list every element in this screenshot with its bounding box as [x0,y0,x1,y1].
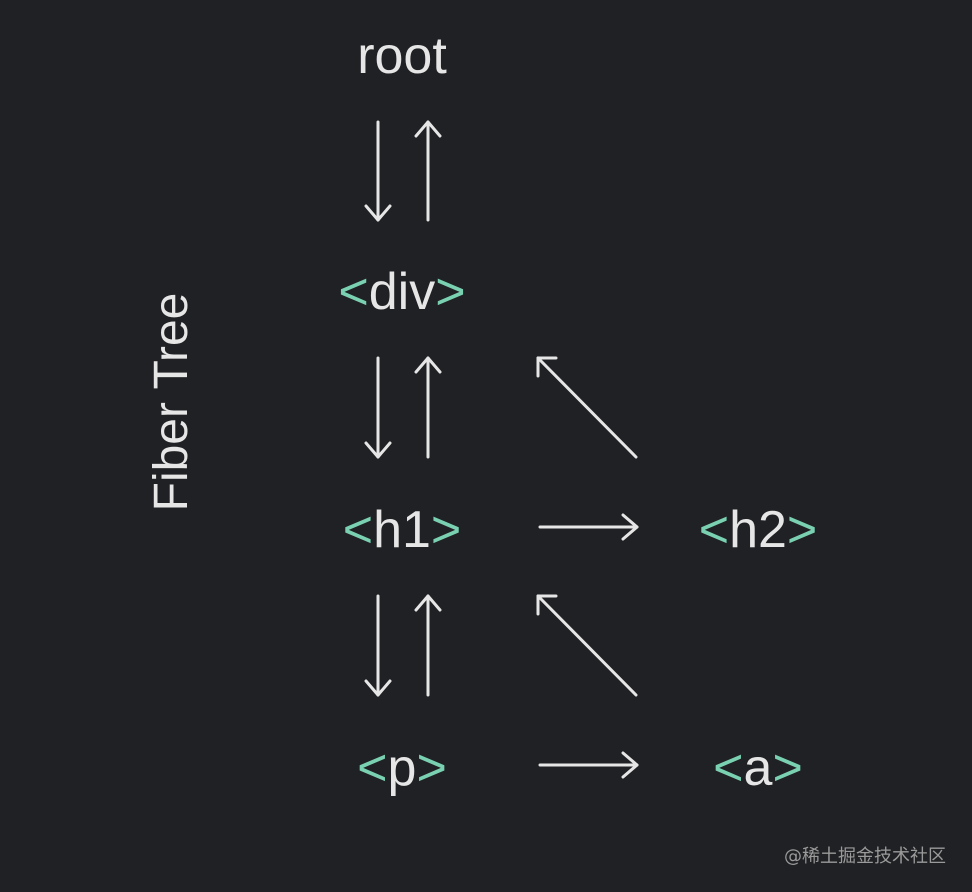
node-h1: <h1> [300,504,504,556]
arrow-down-root-div [364,120,392,222]
node-a: <a> [656,742,860,794]
node-h2: <h2> [656,504,860,556]
node-h2-close: > [786,501,818,559]
node-p-close: > [416,739,447,797]
arrow-diagonal-a-h1 [536,594,638,697]
node-p: <p> [300,742,504,794]
node-a-name: a [743,739,773,797]
arrow-right-h1-h2 [538,513,639,541]
node-h1-name: h1 [373,501,431,559]
node-root-name: root [357,27,447,85]
node-p-name: p [387,739,417,797]
arrow-up-h1-div [414,356,442,459]
node-div-close: > [435,263,466,321]
arrow-diagonal-h2-div [536,356,638,459]
node-div-open: < [338,263,369,321]
node-a-open: < [713,739,744,797]
arrow-down-div-h1 [364,356,392,459]
node-h2-name: h2 [729,501,787,559]
node-root: root [300,30,504,82]
node-h1-open: < [342,501,374,559]
arrow-down-h1-p [364,594,392,697]
watermark: @稀土掘金技术社区 [784,846,946,867]
arrow-up-p-h1 [414,594,442,697]
side-label: Fiber Tree [145,292,198,512]
arrow-right-p-a [538,751,639,779]
node-a-close: > [772,739,803,797]
node-p-open: < [357,739,388,797]
node-div: <div> [300,266,504,318]
node-h2-open: < [698,501,730,559]
node-div-name: div [368,263,436,321]
arrow-up-div-root [414,120,442,222]
node-h1-close: > [430,501,462,559]
